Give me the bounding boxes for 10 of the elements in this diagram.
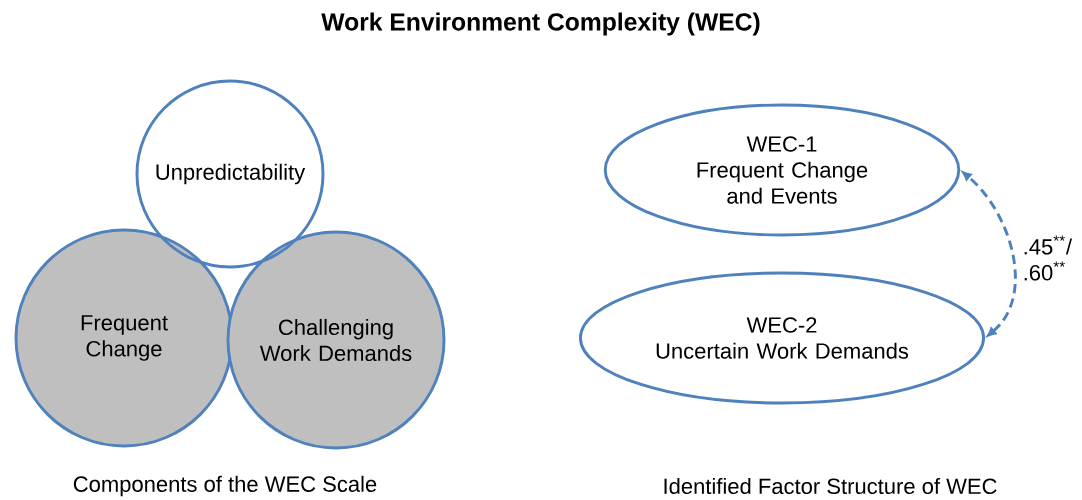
caption-text: Components of the WEC Scale	[73, 475, 377, 497]
caption-text: Identified Factor Structure of WEC	[664, 477, 997, 495]
ellipse-node: WEC-1 Frequent Change and Events	[603, 103, 961, 237]
circle-node: Frequent Change	[14, 228, 234, 448]
circle-node: Unpredictability	[135, 79, 325, 269]
edge-label: .45$^{**}$/ .60$^{**}$	[1024, 235, 1072, 281]
circle-node: Challenging Work Demands	[226, 230, 446, 450]
ellipse-node: WEC-2 Uncertain Work Demands	[578, 271, 986, 405]
title: Work Environment Complexity (WEC)	[321, 12, 760, 36]
arrow	[962, 171, 1017, 337]
